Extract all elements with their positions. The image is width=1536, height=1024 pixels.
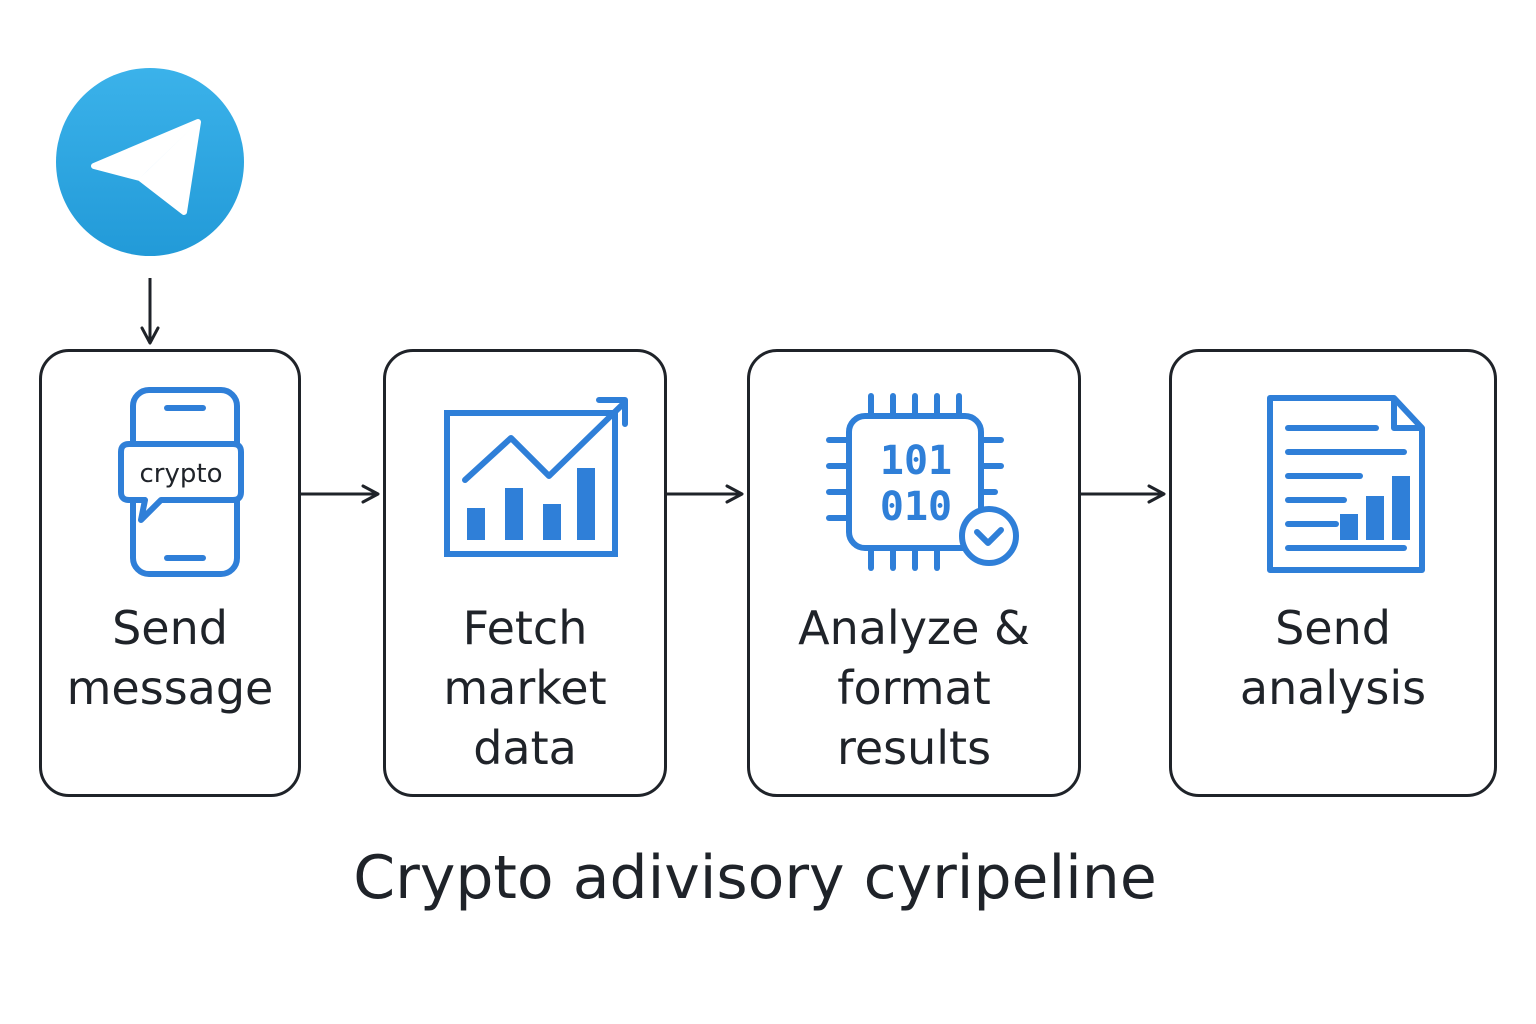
chat-bubble-text: crypto: [140, 459, 223, 489]
step-send-message: crypto Send message: [39, 349, 301, 797]
step-label: Fetch market data: [443, 601, 607, 775]
processor-chip-check-icon: 101 010: [750, 382, 1078, 582]
step-label: Send message: [66, 601, 274, 715]
telegram-paper-plane-icon: [56, 68, 244, 256]
step-analyze-format-results: 101 010 Analyze & format results: [747, 349, 1081, 797]
step-send-analysis: Send analysis: [1169, 349, 1497, 797]
diagram-title: Crypto adivisory cyripeline: [353, 843, 1157, 913]
phone-chat-bubble-icon: crypto: [42, 382, 298, 582]
chip-binary-line: 101: [880, 438, 952, 484]
chip-binary-line: 010: [880, 484, 952, 530]
chart-trend-up-icon: [386, 382, 664, 582]
step-label: Analyze & format results: [798, 601, 1030, 775]
step-fetch-market-data: Fetch market data: [383, 349, 667, 797]
report-document-chart-icon: [1172, 382, 1494, 582]
step-label: Send analysis: [1239, 601, 1427, 715]
